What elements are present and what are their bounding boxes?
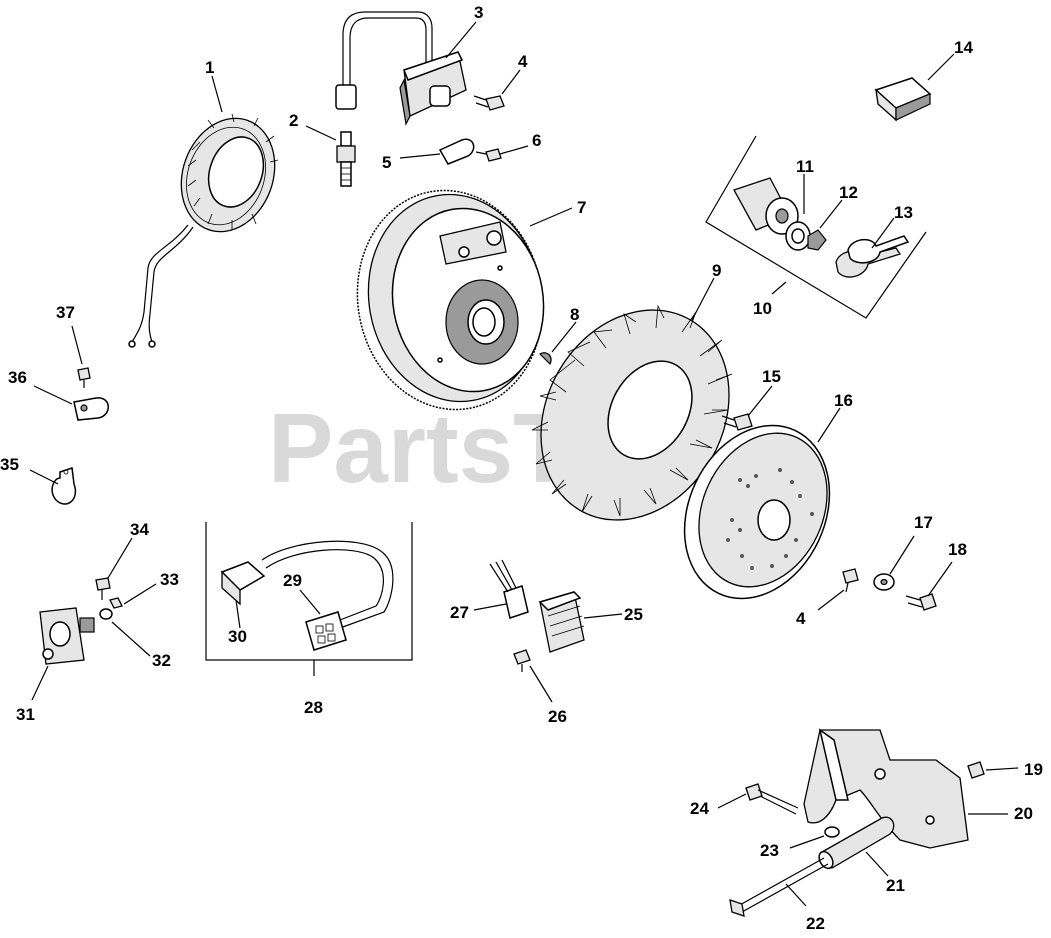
part-lockwasher-32[interactable] [99, 608, 113, 620]
part-fan[interactable] [504, 276, 766, 555]
part-key-8[interactable] [539, 352, 552, 366]
part-bolt-24[interactable] [745, 783, 799, 815]
callout-24[interactable]: 24 [690, 799, 709, 818]
callout-5[interactable]: 5 [382, 153, 391, 172]
part-key-switch-assembly[interactable] [705, 135, 927, 319]
callout-13[interactable]: 13 [894, 203, 913, 222]
part-screw-34[interactable] [95, 577, 111, 600]
part-clamp-36[interactable] [73, 397, 109, 421]
part-bolt-4-top[interactable] [473, 95, 505, 111]
callout-12[interactable]: 12 [839, 183, 858, 202]
callout-9[interactable]: 9 [712, 261, 721, 280]
part-bolt-22[interactable] [729, 857, 829, 917]
callout-7[interactable]: 7 [577, 198, 586, 217]
callout-37[interactable]: 37 [56, 303, 75, 322]
part-nut-19[interactable] [967, 761, 985, 779]
callout-23[interactable]: 23 [760, 841, 779, 860]
part-wire-harness-28[interactable] [205, 522, 413, 661]
callout-14[interactable]: 14 [954, 38, 973, 57]
callout-10[interactable]: 10 [753, 299, 772, 318]
callout-31[interactable]: 31 [16, 705, 35, 724]
part-washer-23[interactable] [824, 826, 840, 838]
callout-16[interactable]: 16 [834, 391, 853, 410]
part-ignition-module[interactable] [335, 11, 467, 126]
callout-27[interactable]: 27 [450, 603, 469, 622]
part-washer-17[interactable] [873, 573, 895, 591]
part-clip-35[interactable] [51, 466, 77, 505]
part-bracket-20[interactable] [803, 728, 969, 849]
part-flywheel[interactable] [340, 176, 559, 425]
part-screw-37[interactable] [77, 367, 91, 388]
callout-17[interactable]: 17 [914, 513, 933, 532]
callout-22[interactable]: 22 [806, 914, 825, 933]
part-spark-plug[interactable] [336, 131, 356, 187]
part-stator[interactable] [128, 105, 290, 348]
part-connector-27[interactable] [489, 559, 529, 619]
callout-4-top[interactable]: 4 [518, 52, 528, 71]
leader-lines [29, 21, 1019, 907]
callout-29[interactable]: 29 [283, 571, 302, 590]
callout-28[interactable]: 28 [304, 698, 323, 717]
part-clip-5[interactable] [438, 138, 475, 165]
callout-30[interactable]: 30 [228, 627, 247, 646]
part-grass-screen[interactable] [657, 402, 856, 623]
callout-8[interactable]: 8 [570, 305, 579, 324]
callout-2[interactable]: 2 [289, 111, 298, 130]
part-nut-33[interactable] [109, 597, 123, 609]
part-screw-26[interactable] [513, 649, 531, 672]
part-connector-14[interactable] [874, 77, 932, 122]
callout-26[interactable]: 26 [548, 707, 567, 726]
part-solenoid-31[interactable] [39, 607, 95, 665]
part-bolt-15[interactable] [721, 413, 753, 431]
callout-labels: 1 2 3 4 4 5 6 7 8 9 10 11 12 13 14 15 16… [0, 3, 1043, 933]
callout-1[interactable]: 1 [205, 58, 214, 77]
callout-11[interactable]: 11 [796, 157, 814, 176]
callout-25[interactable]: 25 [624, 605, 643, 624]
part-bolt-18[interactable] [905, 593, 937, 611]
callout-6[interactable]: 6 [532, 131, 541, 150]
callout-19[interactable]: 19 [1024, 760, 1043, 779]
callout-34[interactable]: 34 [130, 520, 149, 539]
callout-35[interactable]: 35 [0, 455, 19, 474]
part-screw-6[interactable] [475, 148, 502, 162]
callout-32[interactable]: 32 [152, 651, 171, 670]
callout-18[interactable]: 18 [948, 540, 967, 559]
callout-3[interactable]: 3 [474, 3, 483, 22]
callout-20[interactable]: 20 [1014, 804, 1033, 823]
part-regulator-25[interactable] [538, 591, 585, 653]
callout-4-right[interactable]: 4 [796, 609, 806, 628]
part-spacer-21[interactable] [816, 816, 895, 871]
callout-33[interactable]: 33 [160, 570, 179, 589]
callout-15[interactable]: 15 [762, 367, 781, 386]
callout-36[interactable]: 36 [8, 368, 27, 387]
part-bolt-4-right[interactable] [842, 568, 859, 593]
callout-21[interactable]: 21 [886, 876, 905, 895]
